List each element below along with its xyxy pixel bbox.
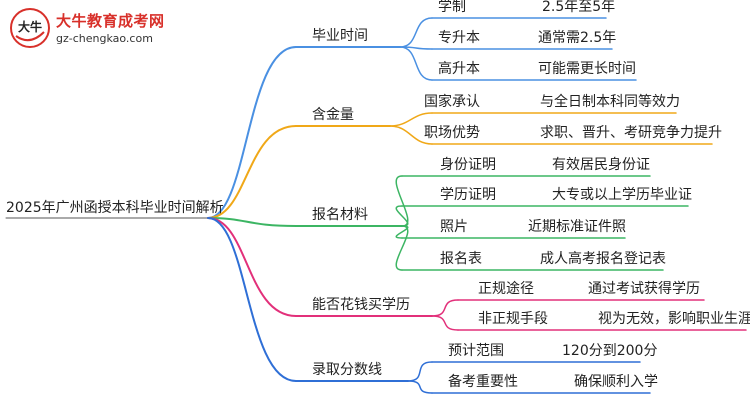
leaf-value: 与全日制本科同等效力 [540,94,680,110]
leaf-label: 专升本 [438,30,480,46]
logo-mark-text: 大牛 [18,19,42,34]
leaf-value: 可能需更长时间 [538,61,636,77]
leaf-connector [395,175,409,227]
leaf-connector [431,299,459,317]
leaf-value: 求职、晋升、考研竞争力提升 [540,125,722,141]
branch-connector [207,46,297,219]
logo-url: gz-chengkao.com [56,32,153,45]
leaf-label: 国家承认 [424,94,480,110]
leaf-label: 职场优势 [424,125,480,141]
leaf-value: 成人高考报名登记表 [540,251,666,267]
leaf-connector [395,225,409,271]
branch-connector [207,125,297,219]
leaf-label: 高升本 [438,61,480,77]
leaf-connector [407,380,433,394]
leaf-connector [399,17,433,48]
branch-label: 报名材料 [312,207,368,223]
leaf-label: 照片 [440,219,468,235]
branch-label: 毕业时间 [312,28,368,44]
leaf-value: 确保顺利入学 [574,374,658,390]
branch-connector [207,217,297,382]
branch-connector [207,217,297,227]
leaf-label: 备考重要性 [448,374,518,390]
leaf-value: 120分到200分 [562,343,658,359]
leaf-connector [407,361,433,382]
leaf-value: 有效居民身份证 [552,157,650,173]
leaf-value: 大专或以上学历毕业证 [552,187,692,203]
leaf-connector [431,315,459,331]
leaf-value: 近期标准证件照 [528,219,626,235]
leaf-label: 身份证明 [440,157,496,173]
leaf-label: 学历证明 [440,187,496,203]
leaf-label: 预计范围 [448,343,504,359]
leaf-value: 通常需2.5年 [538,30,617,46]
logo-title: 大牛教育成考网 [56,12,165,30]
leaf-value: 视为无效，影响职业生涯 [598,311,750,327]
branch-label: 录取分数线 [312,362,382,378]
site-logo[interactable]: 大牛 大牛教育成考网 gz-chengkao.com [8,6,168,54]
leaf-connector [395,205,409,227]
leaf-connector [389,125,433,145]
leaf-label: 学制 [438,0,466,15]
leaf-connector [399,46,433,81]
leaf-value: 通过考试获得学历 [588,281,700,297]
branch-connector [207,217,297,317]
branch-label: 含金量 [312,107,354,123]
leaf-label: 非正规手段 [478,311,548,327]
mindmap-root: 2025年广州函授本科毕业时间解析 [6,200,224,216]
leaf-value: 2.5年至5年 [542,0,616,15]
logo-mark-icon: 大牛 [10,8,50,48]
leaf-label: 正规途径 [478,281,534,297]
leaf-label: 报名表 [440,251,482,267]
branch-label: 能否花钱买学历 [312,297,410,313]
